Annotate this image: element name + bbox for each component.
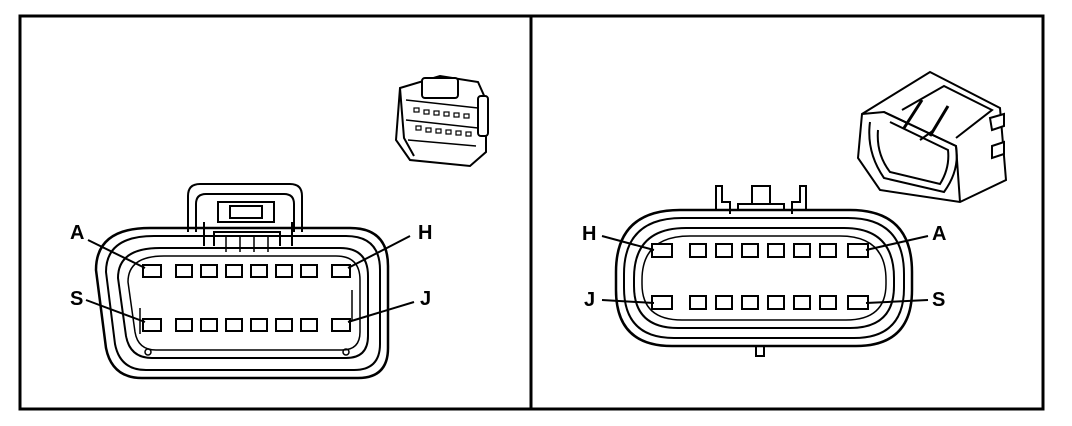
left-connector-isometric: [394, 74, 489, 168]
left-terminal-row-bottom: [142, 318, 351, 332]
right-label-bottom-right: S: [932, 289, 945, 311]
right-label-top-right: A: [932, 223, 946, 245]
right-housing: [614, 208, 914, 348]
left-label-bottom-left: S: [70, 288, 83, 310]
right-connector-isometric: [856, 70, 1008, 204]
right-bottom-key: [755, 345, 765, 357]
right-terminal-row-top: [651, 243, 869, 258]
left-panel: A H S J: [70, 74, 489, 380]
right-leaders: [601, 235, 929, 304]
right-terminal-row-bottom: [651, 295, 869, 310]
left-label-top-right: H: [418, 222, 432, 244]
right-label-top-left: H: [582, 223, 596, 245]
left-housing: [94, 226, 390, 380]
left-label-bottom-right: J: [420, 288, 431, 310]
left-leaders: [85, 235, 415, 323]
right-top-posts: [715, 185, 807, 214]
left-terminal-row-top: [142, 264, 351, 278]
left-label-top-left: A: [70, 222, 84, 244]
left-latch: [187, 183, 303, 252]
right-label-bottom-left: J: [584, 289, 595, 311]
right-panel: H A J S: [582, 70, 1008, 357]
